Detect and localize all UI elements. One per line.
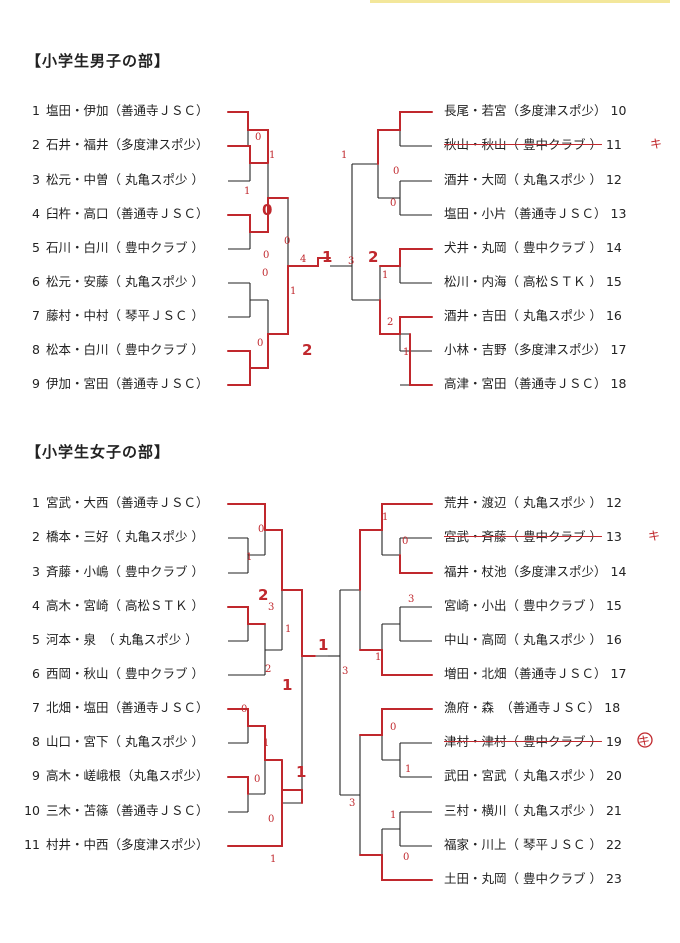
svg-text:2: 2 <box>258 586 268 604</box>
svg-text:3: 3 <box>408 594 414 605</box>
boys-entry-14: 犬井・丸岡（ 豊中クラブ ）14 <box>444 240 622 255</box>
svg-text:1: 1 <box>318 636 328 654</box>
svg-text:0: 0 <box>254 774 260 785</box>
girls-entry-12: 荒井・渡辺（ 丸亀スポ少 ）12 <box>444 495 622 510</box>
svg-text:2: 2 <box>265 664 271 675</box>
svg-text:1: 1 <box>269 150 275 161</box>
svg-text:1: 1 <box>403 347 409 358</box>
svg-text:3: 3 <box>348 256 354 267</box>
girls-entry-13: 宮武・斉藤（ 豊中クラブ ）13 <box>444 529 622 544</box>
girls-entry-20: 武田・宮武（ 丸亀スポ少 ）20 <box>444 768 622 783</box>
svg-text:0: 0 <box>390 198 396 209</box>
svg-text:1: 1 <box>244 186 250 197</box>
girls-entry-15: 宮崎・小出（ 豊中クラブ ）15 <box>444 598 622 613</box>
svg-text:1: 1 <box>282 676 292 694</box>
svg-text:1: 1 <box>375 652 381 663</box>
svg-text:1: 1 <box>290 286 296 297</box>
svg-text:0: 0 <box>403 852 409 863</box>
boys-entry-10: 長尾・若宮（多度津スポ少）10 <box>444 103 627 118</box>
svg-text:1: 1 <box>285 624 291 635</box>
svg-text:0: 0 <box>255 132 261 143</box>
svg-text:4: 4 <box>300 254 306 265</box>
svg-text:1: 1 <box>270 854 276 865</box>
scan-edge-mark <box>370 0 670 3</box>
girls-section-title: 【小学生女子の部】 <box>26 443 171 461</box>
svg-text:0: 0 <box>390 722 396 733</box>
svg-text:3: 3 <box>342 666 348 677</box>
svg-text:2: 2 <box>302 341 312 359</box>
svg-text:2: 2 <box>387 317 393 328</box>
svg-text:0: 0 <box>262 268 268 279</box>
boys-entry-13: 塩田・小片（善通寺ＪＳＣ）13 <box>444 206 627 221</box>
svg-text:3: 3 <box>349 798 355 809</box>
girls-entry-23: 土田・丸岡（ 豊中クラブ ）23 <box>444 871 622 886</box>
boys-entry-12: 酒井・大岡（ 丸亀スポ少 ）12 <box>444 172 622 187</box>
svg-text:1: 1 <box>390 810 396 821</box>
svg-text:0: 0 <box>268 814 274 825</box>
boys-entry-15: 松川・内海（ 高松ＳＴＫ ）15 <box>444 274 622 289</box>
svg-text:1: 1 <box>296 763 306 781</box>
boys-entry-11: 秋山・秋山（ 豊中クラブ ）11 <box>444 137 622 152</box>
svg-text:1: 1 <box>382 270 388 281</box>
svg-text:0: 0 <box>263 250 269 261</box>
girls-entry-19: 津村・津村（ 豊中クラブ ）19 <box>444 734 622 749</box>
svg-text:0: 0 <box>393 166 399 177</box>
svg-text:0: 0 <box>402 536 408 547</box>
girls-entry-17: 増田・北畑（善通寺ＪＳＣ）17 <box>444 666 627 681</box>
boys-entry-16: 酒井・吉田（ 丸亀スポ少 ）16 <box>444 308 622 323</box>
svg-text:0: 0 <box>241 704 247 715</box>
svg-text:1: 1 <box>263 738 269 749</box>
svg-text:0: 0 <box>258 524 264 535</box>
svg-text:1: 1 <box>405 764 411 775</box>
girls-entry-14: 福井・杖池（多度津スポ少）14 <box>444 564 627 579</box>
svg-text:2: 2 <box>368 248 378 266</box>
svg-text:1: 1 <box>246 552 252 563</box>
girls-entry-18: 漁府・森 （善通寺ＪＳＣ）18 <box>444 700 621 715</box>
boys-section-title: 【小学生男子の部】 <box>26 52 171 70</box>
withdrawal-mark: キ <box>650 137 663 151</box>
svg-text:1: 1 <box>322 248 332 266</box>
girls-entry-21: 三村・横川（ 丸亀スポ少 ）21 <box>444 803 622 818</box>
girls-entry-16: 中山・高岡（ 丸亀スポ少 ）16 <box>444 632 622 647</box>
svg-text:1: 1 <box>382 512 388 523</box>
svg-text:3: 3 <box>268 602 274 613</box>
withdrawal-mark: キ <box>638 734 651 748</box>
svg-text:0: 0 <box>262 201 272 219</box>
svg-text:0: 0 <box>284 236 290 247</box>
boys-entry-18: 高津・宮田（善通寺ＪＳＣ）18 <box>444 376 627 391</box>
svg-text:1: 1 <box>341 150 347 161</box>
withdrawal-mark: キ <box>648 529 661 543</box>
girls-entry-22: 福家・川上（ 琴平ＪＳＣ ）22 <box>444 837 622 852</box>
svg-text:0: 0 <box>257 338 263 349</box>
boys-entry-17: 小林・吉野（多度津スポ少）17 <box>444 342 627 357</box>
